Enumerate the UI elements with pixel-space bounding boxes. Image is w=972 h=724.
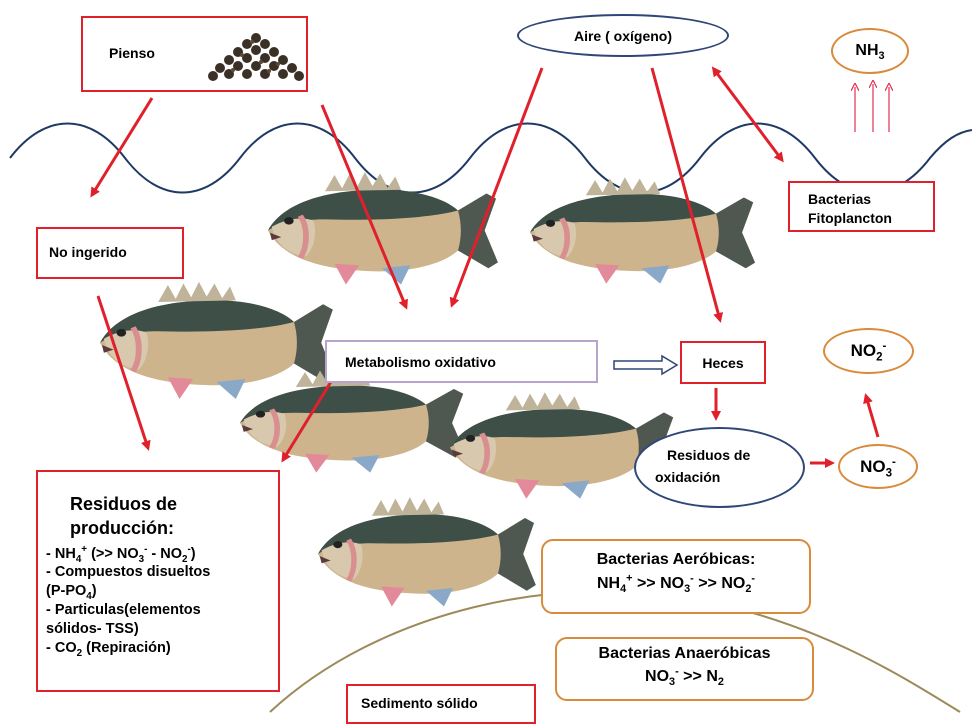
sea-bream-fish-icon [240, 369, 465, 472]
bacteria-phytoplankton-line2: Fitoplancton [808, 210, 892, 226]
not-ingested-label: No ingerido [49, 244, 127, 260]
nitrate-ellipse: NO3- [838, 444, 918, 489]
feces-box: Heces [680, 341, 766, 384]
anaerobic-bacteria-title: Bacterias Anaeróbicas [557, 645, 812, 663]
ammonia-gas-ellipse: NH3 [831, 28, 909, 74]
production-residues-list: - NH4+ (>> NO3- - NO2-) - Compuestos dis… [46, 545, 278, 658]
arrow-feed-to-not-ingested [92, 98, 152, 195]
bacteria-phytoplankton-box: Bacterias Fitoplancton [788, 181, 935, 232]
feed-pellets-image [205, 24, 307, 88]
nitrate-formula: NO3- [860, 457, 896, 477]
oxidation-residues-line1: Residuos de [667, 447, 750, 463]
aerobic-bacteria-title: Bacterias Aeróbicas: [543, 551, 809, 569]
production-residue-tss: sólidos- TSS) [46, 620, 278, 639]
production-residues-box: Residuos de producción: - NH4+ (>> NO3- … [36, 470, 280, 692]
production-residue-dissolved-compounds: - Compuestos disueltos [46, 563, 278, 582]
oxidation-residues-ellipse: Residuos de oxidación [634, 427, 805, 508]
anaerobic-bacteria-formula: NO3- >> N2 [557, 668, 812, 686]
nitrite-ellipse: NO2- [823, 328, 914, 374]
feces-label: Heces [702, 355, 743, 371]
sea-bream-fish-icon [268, 172, 498, 284]
sea-bream-fish-icon [530, 177, 755, 283]
sea-bream-fish-icon [318, 497, 536, 606]
arrow-metabolism-to-feces [614, 356, 677, 374]
solid-sediment-box: Sedimento sólido [346, 684, 536, 724]
arrow-air-to-feces [652, 68, 720, 320]
arrow-air-bacteria-exchange [716, 72, 782, 160]
arrow-air-to-metabolism [452, 68, 542, 305]
solid-sediment-label: Sedimento sólido [361, 695, 478, 711]
arrow-nitrate-to-nitrite [866, 396, 878, 437]
feed-box: Pienso [81, 16, 308, 92]
air-oxygen-ellipse: Aire ( oxígeno) [517, 14, 729, 57]
nitrite-formula: NO2- [851, 341, 887, 361]
production-residue-co2: - CO2 (Repiración) [46, 639, 278, 658]
oxidative-metabolism-label: Metabolismo oxidativo [345, 354, 496, 370]
not-ingested-box: No ingerido [36, 227, 184, 279]
production-residues-title: Residuos de producción: [46, 492, 278, 541]
air-label: Aire ( oxígeno) [574, 28, 672, 44]
aerobic-bacteria-formula: NH4+ >> NO3- >> NO2- [543, 575, 809, 593]
anaerobic-bacteria-box: Bacterias Anaeróbicas NO3- >> N2 [555, 637, 814, 701]
production-residues-title-line1: Residuos de [70, 492, 278, 516]
production-residue-ammonium: - NH4+ (>> NO3- - NO2-) [46, 545, 278, 564]
production-residue-phosphate: (P-PO4) [46, 582, 278, 601]
ammonia-gas-formula: NH3 [855, 42, 884, 60]
feed-label: Pienso [109, 45, 155, 61]
production-residue-particles: - Particulas(elementos [46, 601, 278, 620]
production-residues-title-line2: producción: [70, 516, 278, 540]
oxidative-metabolism-box: Metabolismo oxidativo [325, 340, 598, 383]
bacteria-phytoplankton-line1: Bacterias [808, 191, 871, 207]
oxidation-residues-line2: oxidación [655, 469, 720, 485]
aerobic-bacteria-box: Bacterias Aeróbicas: NH4+ >> NO3- >> NO2… [541, 539, 811, 614]
